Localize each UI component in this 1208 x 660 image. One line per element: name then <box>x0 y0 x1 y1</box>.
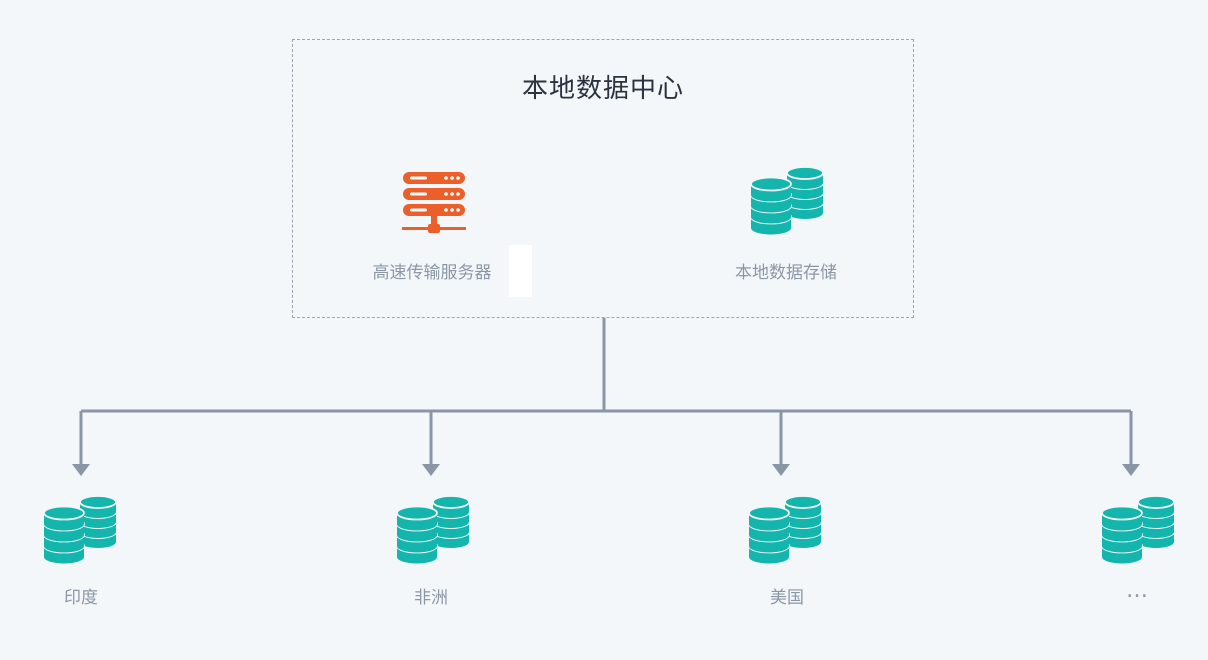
database-icon <box>1101 495 1175 564</box>
arrow-down-icon <box>1122 464 1140 476</box>
storage-label: 本地数据存储 <box>735 263 837 283</box>
region-label: 美国 <box>770 588 804 608</box>
region-label: … <box>1126 578 1150 603</box>
server-icon <box>402 172 466 233</box>
arrow-down-icon <box>772 464 790 476</box>
region-label: 非洲 <box>414 588 448 608</box>
arrow-down-icon <box>422 464 440 476</box>
datacenter-frame <box>292 39 914 318</box>
arrow-down-icon <box>72 464 90 476</box>
white-patch <box>509 245 532 297</box>
database-icon <box>748 495 822 564</box>
database-icon <box>750 166 824 235</box>
server-label: 高速传输服务器 <box>372 263 492 283</box>
database-icon <box>396 495 470 564</box>
region-label: 印度 <box>64 588 98 608</box>
datacenter-title: 本地数据中心 <box>521 74 684 104</box>
database-icon <box>43 495 117 564</box>
